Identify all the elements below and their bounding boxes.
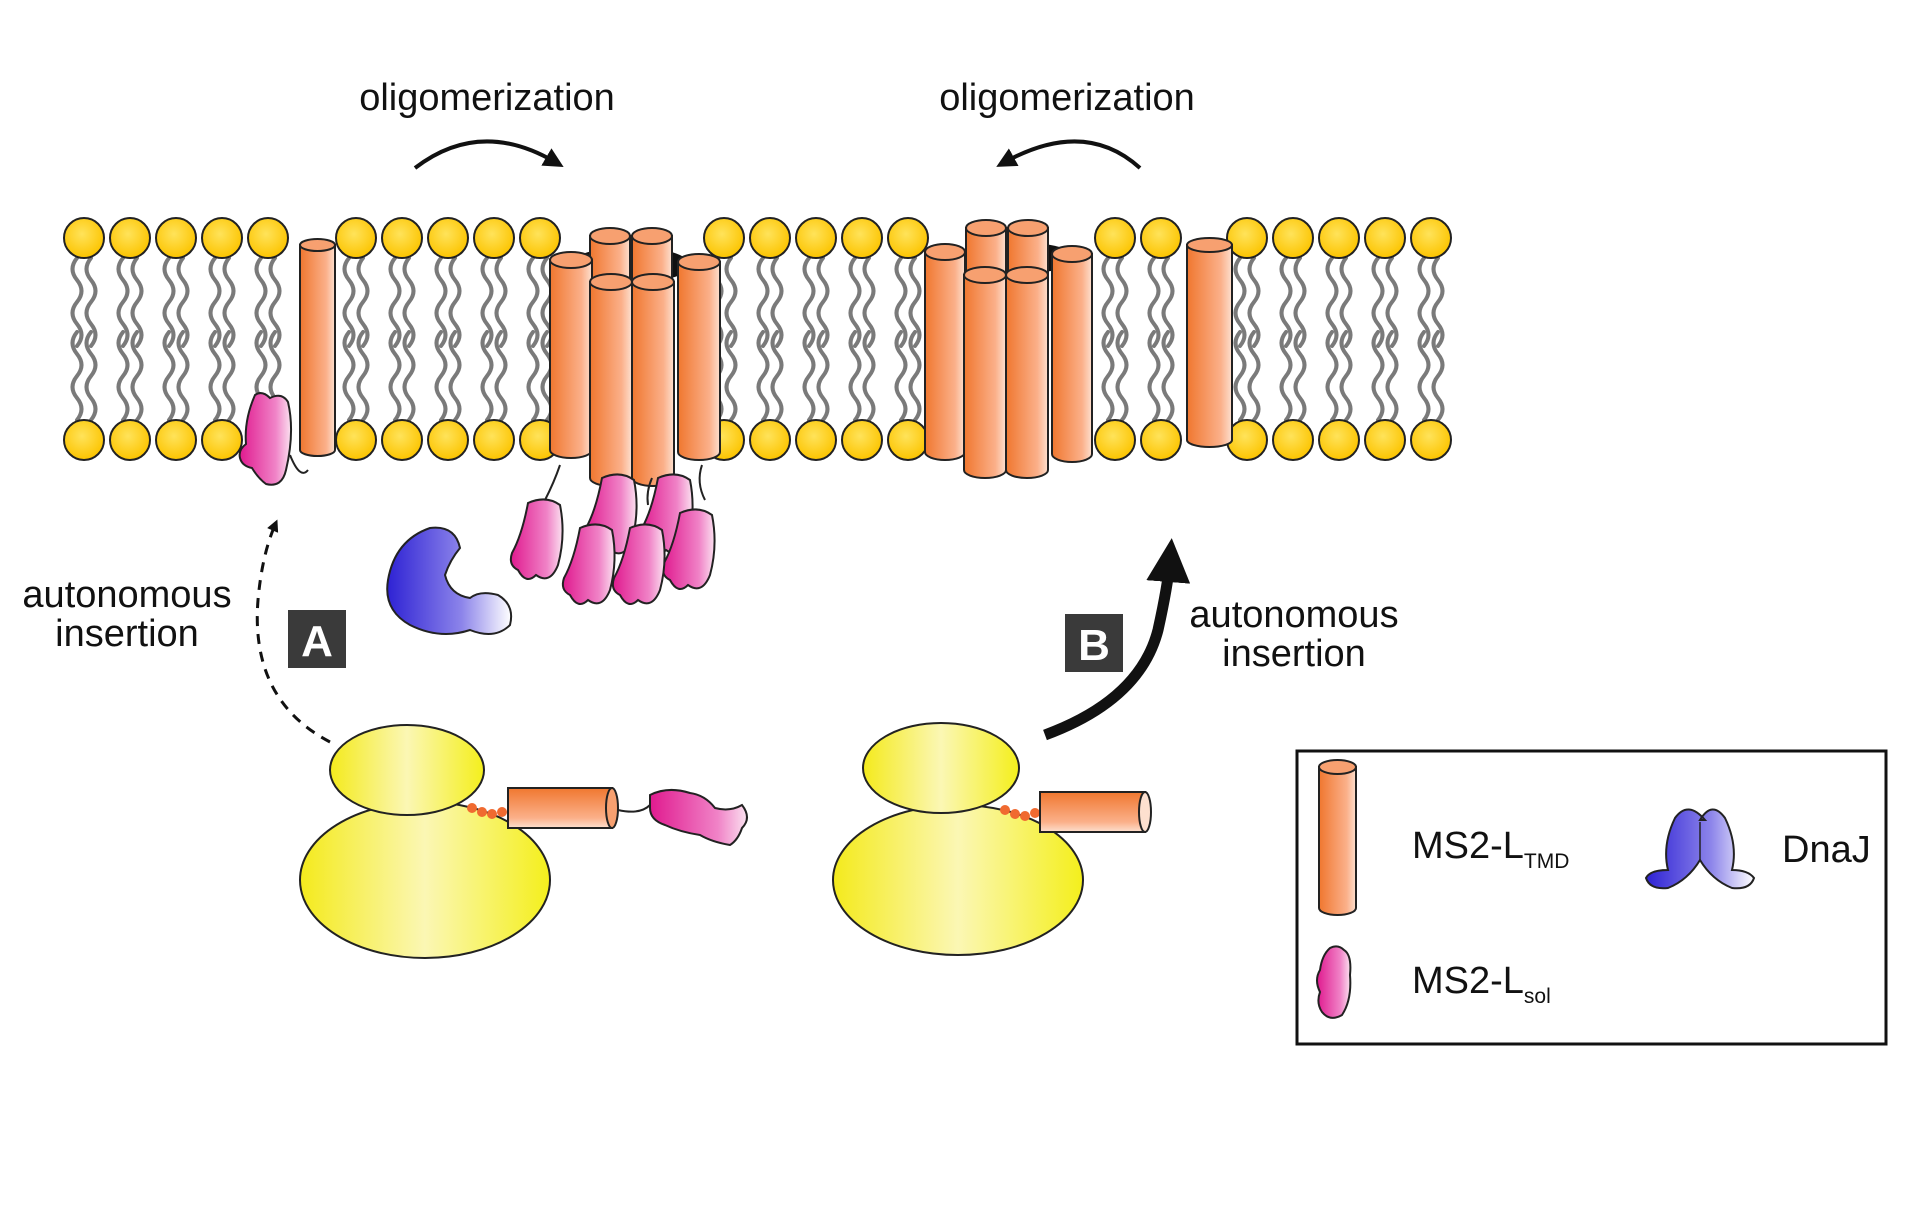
panel-label-b: B bbox=[1078, 621, 1110, 670]
lipid-head-right bbox=[1140, 217, 1182, 259]
lipid-head-left bbox=[381, 419, 423, 461]
transmembrane-helix-icon bbox=[1005, 274, 1049, 479]
lipid-head-left bbox=[749, 419, 791, 461]
lipid-head-left bbox=[63, 217, 105, 259]
legend-soluble-domain-icon bbox=[1316, 945, 1352, 1019]
lipid-head-left bbox=[795, 217, 837, 259]
ribosome-icon-a bbox=[299, 724, 748, 959]
legend-box: MS2-LTMD MS2-Lsol DnaJ bbox=[1295, 749, 1888, 1046]
lipid-head-left bbox=[841, 217, 883, 259]
panel-label-a: A bbox=[301, 617, 333, 666]
insertion-label-b-line2: insertion bbox=[1222, 633, 1366, 675]
insertion-label-a-line2: insertion bbox=[55, 613, 199, 655]
oligomer-soluble-domains bbox=[509, 464, 716, 605]
lipid-bilayer bbox=[63, 217, 1452, 461]
lipid-head-left bbox=[335, 217, 377, 259]
soluble-domain-icon bbox=[509, 498, 564, 580]
lipid-head-left bbox=[201, 419, 243, 461]
lipid-head-right bbox=[1094, 419, 1136, 461]
ribosome-icon-b bbox=[832, 722, 1152, 956]
oligomerization-arrow-left bbox=[413, 139, 564, 170]
transmembrane-helix-icon bbox=[631, 281, 675, 487]
lipid-head-left bbox=[63, 419, 105, 461]
lipid-head-left bbox=[201, 217, 243, 259]
lipid-head-left bbox=[109, 419, 151, 461]
oligomer-pore-right bbox=[924, 219, 1093, 479]
panel-badge-b: B bbox=[1065, 614, 1123, 672]
oligomerization-label-right: oligomerization bbox=[939, 77, 1195, 119]
transmembrane-helix-icon bbox=[677, 261, 721, 461]
oligomerization-arrow-right bbox=[996, 139, 1142, 170]
dnaj-chaperone-icon bbox=[386, 526, 513, 635]
lipid-head-left bbox=[519, 217, 561, 259]
single-inserted-helix-a bbox=[289, 238, 336, 474]
insertion-arrow-b bbox=[1043, 538, 1191, 741]
lipid-head-right bbox=[1364, 217, 1406, 259]
soluble-domain-icon bbox=[561, 523, 616, 605]
soluble-domain-inserted bbox=[238, 392, 293, 486]
lipid-head-left bbox=[887, 217, 929, 259]
lipid-head-left bbox=[887, 419, 929, 461]
legend-dnaj-icon bbox=[1644, 808, 1756, 890]
legend-helix-icon bbox=[1318, 759, 1357, 916]
lipid-head-right bbox=[1318, 217, 1360, 259]
lipid-head-left bbox=[155, 419, 197, 461]
transmembrane-helix-icon bbox=[963, 274, 1007, 479]
soluble-domain-icon bbox=[611, 523, 666, 605]
lipid-head-right bbox=[1318, 419, 1360, 461]
lipid-head-left bbox=[155, 217, 197, 259]
oligomer-pore-left bbox=[549, 227, 721, 487]
lipid-head-left bbox=[841, 419, 883, 461]
lipid-head-left bbox=[795, 419, 837, 461]
lipid-head-right bbox=[1140, 419, 1182, 461]
insertion-label-a-line1: autonomous bbox=[22, 574, 231, 616]
lipid-head-right bbox=[1272, 217, 1314, 259]
legend-tmd-label: MS2-LTMD bbox=[1412, 825, 1569, 873]
legend-sol-label: MS2-Lsol bbox=[1412, 960, 1551, 1008]
lipid-head-right bbox=[1272, 419, 1314, 461]
lipid-head-left bbox=[427, 217, 469, 259]
lipid-head-left bbox=[473, 419, 515, 461]
transmembrane-helix-icon bbox=[549, 259, 593, 459]
panel-badge-a: A bbox=[288, 610, 346, 668]
lipid-head-right bbox=[1410, 419, 1452, 461]
lipid-head-right bbox=[1364, 419, 1406, 461]
transmembrane-helix-icon bbox=[924, 251, 966, 461]
insertion-arrow-a bbox=[255, 519, 331, 744]
single-inserted-helix-b bbox=[1186, 237, 1233, 448]
lipid-head-left bbox=[473, 217, 515, 259]
legend-dnaj-label: DnaJ bbox=[1782, 829, 1871, 871]
lipid-head-right bbox=[1410, 217, 1452, 259]
insertion-label-b-line1: autonomous bbox=[1189, 594, 1398, 636]
lipid-head-left bbox=[109, 217, 151, 259]
lipid-head-left bbox=[749, 217, 791, 259]
transmembrane-helix-icon bbox=[1051, 253, 1093, 463]
lipid-head-left bbox=[427, 419, 469, 461]
lipid-head-left bbox=[247, 217, 289, 259]
lipid-head-left bbox=[335, 419, 377, 461]
lipid-head-left bbox=[381, 217, 423, 259]
transmembrane-helix-icon bbox=[589, 281, 633, 487]
lipid-head-right bbox=[1226, 217, 1268, 259]
lipid-head-left bbox=[703, 217, 745, 259]
oligomerization-label-left: oligomerization bbox=[359, 77, 615, 119]
lipid-head-right bbox=[1094, 217, 1136, 259]
